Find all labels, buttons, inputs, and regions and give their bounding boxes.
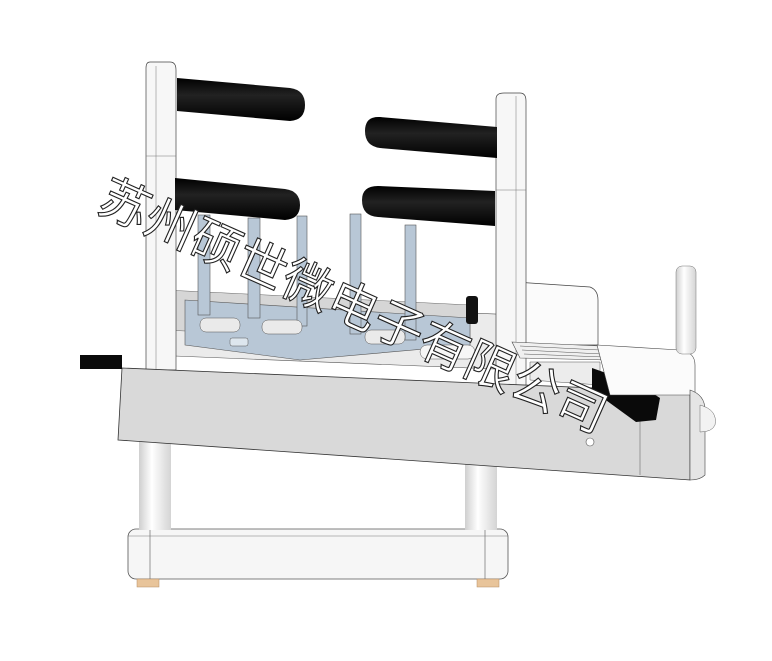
side-knob	[699, 404, 716, 433]
left-upright	[145, 61, 177, 371]
rear-block	[514, 281, 599, 346]
left-locator-pin	[80, 355, 122, 369]
vertical-guide-post	[675, 265, 697, 355]
handle-lower-right	[362, 186, 495, 226]
handles	[175, 78, 497, 324]
plate-hole	[585, 437, 595, 447]
probe-pins	[197, 213, 417, 341]
small-stop-block	[466, 296, 478, 324]
foot-right	[476, 578, 500, 588]
foot-left	[136, 578, 160, 588]
handle-lower-left	[175, 178, 300, 220]
clamp-assembly	[511, 265, 716, 481]
support-posts	[139, 430, 497, 530]
base-plate	[127, 528, 509, 588]
pin-carrier-area	[149, 213, 521, 371]
handle-upper-left	[177, 78, 305, 121]
handle-upper-right	[365, 116, 497, 158]
